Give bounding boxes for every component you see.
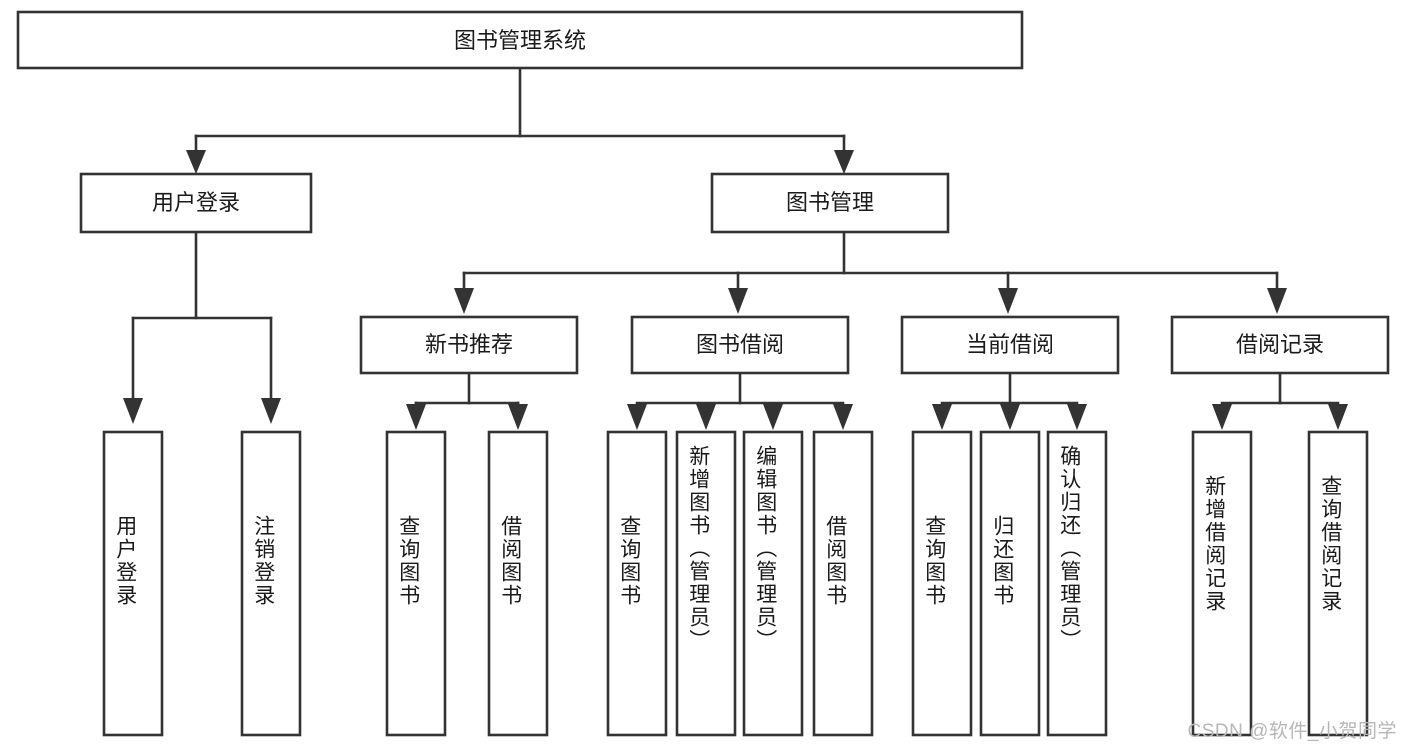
leaf-box-new-book-1[interactable]: [487, 430, 549, 737]
node-label-borrow-records: 借阅记录: [1236, 332, 1324, 357]
arrow-currentborrow-leaf-3: [1067, 404, 1087, 430]
leaf-box-current-borrow-0[interactable]: [911, 430, 973, 737]
arrow-currentborrow-leaf-1: [932, 404, 952, 430]
arrow-newbook-leaf-1: [406, 404, 426, 430]
arrow-records-leaf-2: [1328, 404, 1348, 430]
arrow-bookmgmt-to-new: [454, 288, 474, 314]
leaf-box-current-borrow-1[interactable]: [979, 430, 1041, 737]
node-box-book-borrow[interactable]: [630, 315, 850, 375]
leaf-box-current-borrow-2[interactable]: [1046, 430, 1108, 737]
connector-group-borrow-records: [1212, 371, 1348, 430]
arrow-root-to-bookmgmt: [834, 150, 854, 174]
arrow-bookborrow-leaf-4: [833, 404, 853, 430]
arrow-bookmgmt-to-current: [998, 288, 1018, 314]
node-label-book-management: 图书管理: [786, 190, 874, 215]
leaf-box-book-borrow-2[interactable]: [742, 430, 804, 737]
connector-group-new-book: [406, 371, 528, 430]
node-box-new-book-recommend[interactable]: [359, 315, 579, 375]
leaf-box-user-login-0[interactable]: [102, 430, 164, 737]
node-label-current-borrow: 当前借阅: [966, 332, 1054, 357]
leaf-box-user-login-1[interactable]: [240, 430, 302, 737]
node-box-current-borrow[interactable]: [900, 315, 1120, 375]
node-label-book-borrow: 图书借阅: [696, 332, 784, 357]
arrow-root-to-userlogin: [186, 150, 206, 174]
arrow-currentborrow-leaf-2: [1000, 404, 1020, 430]
connector-group-book-borrow: [627, 371, 853, 430]
arrow-bookborrow-leaf-3: [763, 404, 783, 430]
arrow-userlogin-leaf-2: [261, 398, 281, 424]
arrow-newbook-leaf-2: [508, 404, 528, 430]
connector-group-user-login: [123, 230, 281, 424]
watermark-text: CSDN @软件_小贺同学: [1187, 721, 1397, 742]
arrow-bookmgmt-to-records: [1267, 288, 1287, 314]
node-box-borrow-records[interactable]: [1170, 315, 1390, 375]
arrow-userlogin-leaf-1: [123, 398, 143, 424]
arrow-records-leaf-1: [1212, 404, 1232, 430]
leaf-box-book-borrow-0[interactable]: [606, 430, 668, 737]
arrow-bookmgmt-to-borrow: [728, 288, 748, 314]
arrow-bookborrow-leaf-2: [696, 404, 716, 430]
leaf-box-book-borrow-1[interactable]: [675, 430, 737, 737]
node-label-user-login: 用户登录: [152, 190, 240, 215]
node-label-root: 图书管理系统: [454, 28, 586, 53]
arrow-bookborrow-leaf-1: [627, 404, 647, 430]
leaf-box-records-1[interactable]: [1307, 430, 1369, 737]
leaf-box-new-book-0[interactable]: [385, 430, 447, 737]
node-box-root[interactable]: [16, 10, 1024, 70]
node-label-new-book-recommend: 新书推荐: [425, 332, 513, 357]
connector-group-book-mgmt: [454, 230, 1287, 314]
leaf-box-book-borrow-3[interactable]: [812, 430, 874, 737]
node-box-book-management[interactable]: [710, 172, 950, 234]
leaf-box-records-0[interactable]: [1191, 430, 1253, 737]
node-box-user-login[interactable]: [79, 172, 313, 234]
connector-group-current-borrow: [932, 371, 1087, 430]
connector-group-root: [186, 66, 854, 174]
